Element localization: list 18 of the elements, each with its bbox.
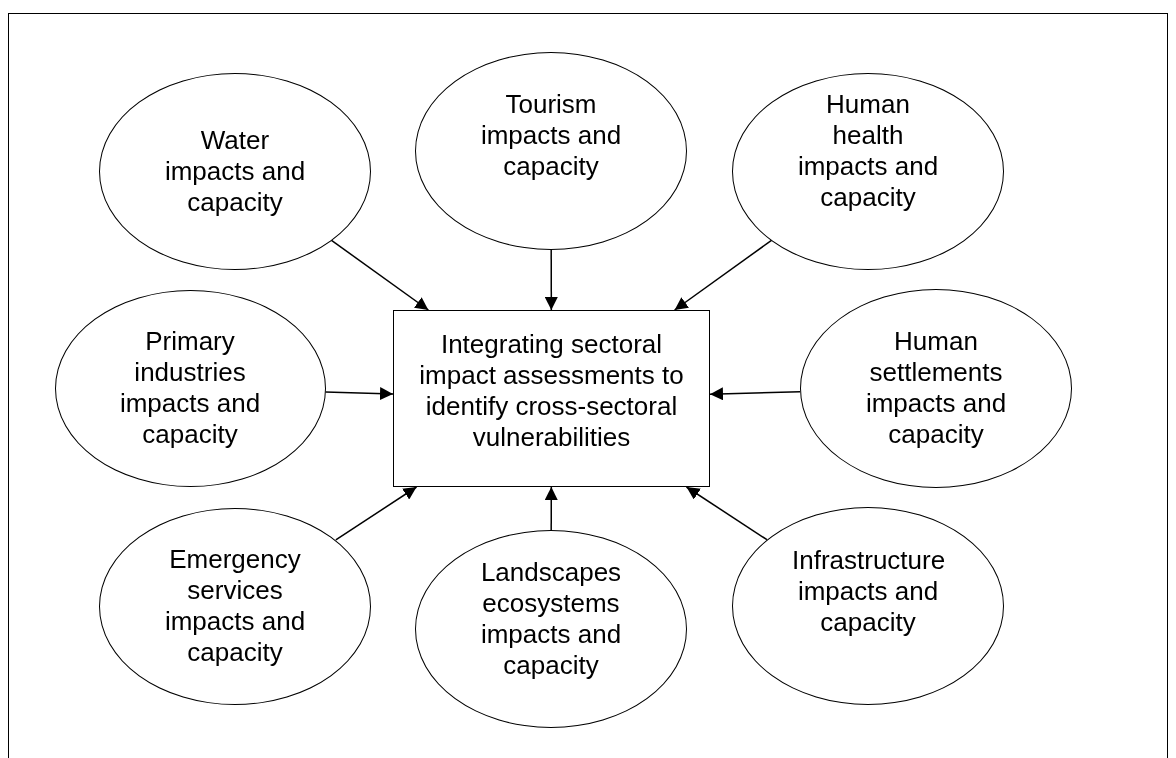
node-label: Emergency services impacts and capacity — [163, 544, 307, 668]
arrow — [709, 387, 801, 401]
node-label: Landscapes ecosystems impacts and capacity — [479, 557, 623, 681]
arrow — [673, 239, 773, 311]
arrow — [335, 486, 418, 541]
arrow — [330, 239, 430, 311]
node-label: Tourism impacts and capacity — [479, 88, 623, 182]
arrow — [324, 387, 394, 400]
node-label: Primary industries impacts and capacity — [118, 326, 262, 450]
node-label: Water impacts and capacity — [163, 124, 307, 218]
node-label: Human health impacts and capacity — [796, 89, 940, 213]
node-label: Integrating sectoral impact assessments to identify cross-sectoral vulnerabilities — [418, 328, 685, 453]
process-box — [393, 310, 710, 487]
arrow — [685, 486, 768, 541]
arrow — [544, 249, 558, 311]
node-label: Infrastructure impacts and capacity — [792, 544, 944, 638]
node-label: Human settlements impacts and capacity — [864, 326, 1008, 450]
arrow — [544, 486, 558, 531]
